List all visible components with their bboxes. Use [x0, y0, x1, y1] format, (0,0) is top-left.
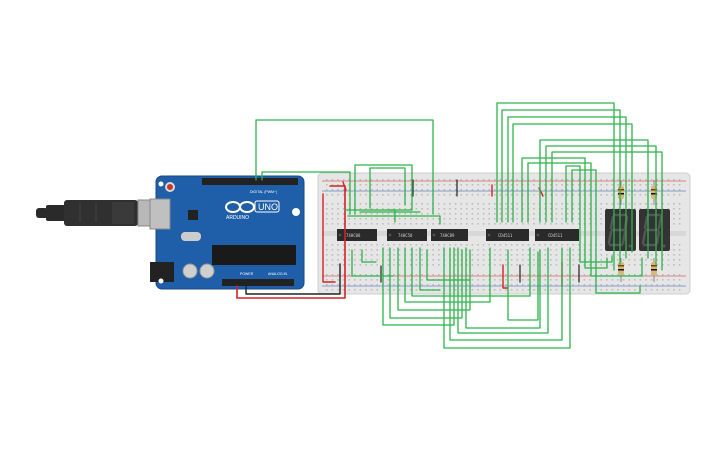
chip-cd4511-2[interactable]: CD4511: [535, 229, 579, 241]
wire-green: [527, 162, 643, 277]
wire-green: [382, 247, 455, 326]
seven-segment-display-2[interactable]: [639, 209, 670, 251]
power-analog-header: [222, 279, 294, 286]
wire-green: [255, 119, 434, 215]
chip-label: 74HC89: [440, 233, 455, 238]
wire-green: [512, 123, 633, 253]
arduino-logo-icon: [225, 201, 255, 213]
wire-green: [507, 249, 539, 321]
wire-green: [361, 249, 377, 263]
wire-green: [465, 247, 541, 329]
wire-green: [496, 102, 615, 271]
wire-red: [502, 264, 509, 289]
chip-74hc08[interactable]: 74HC08: [337, 229, 377, 241]
digital-header: [202, 178, 298, 185]
wire-green: [457, 247, 549, 334]
wire-green: [351, 249, 394, 277]
wire-green: [389, 247, 463, 319]
wire-red: [322, 193, 336, 283]
wire-green: [571, 169, 641, 294]
arduino-uno-board[interactable]: ARDUINO UNO DIGITAL (PWM~) POWER ANALOG …: [149, 175, 305, 290]
wire-green: [539, 139, 649, 259]
wire-black: [245, 263, 341, 295]
chip-74hc89[interactable]: 74HC89: [431, 229, 468, 241]
chip-label: CD4511: [498, 233, 513, 238]
model-label: UNO: [258, 202, 278, 212]
chip-cd4511-1[interactable]: CD4511: [486, 229, 529, 241]
wire-green: [551, 151, 663, 271]
wire-green: [565, 165, 613, 263]
wire-green: [545, 145, 657, 266]
wire-green: [404, 247, 491, 303]
wire-green: [426, 249, 471, 281]
wire-green: [507, 116, 627, 259]
wire-green: [369, 167, 406, 209]
wire-green: [443, 247, 571, 349]
wire-green: [419, 247, 441, 291]
usb-port: [149, 198, 171, 230]
wire-green: [501, 109, 621, 266]
power-label: POWER: [240, 272, 254, 276]
crystal: [181, 232, 201, 241]
wire-green: [449, 247, 563, 341]
chip-label: 74HC08: [346, 233, 361, 238]
analog-label: ANALOG IN: [268, 272, 288, 276]
wire-green: [261, 171, 351, 215]
wire-green: [521, 157, 608, 269]
chip-label: CD4511: [548, 233, 563, 238]
wire-green: [347, 215, 441, 225]
brand-label: ARDUINO: [226, 215, 249, 221]
wire-green: [411, 247, 531, 297]
wires[interactable]: [236, 102, 663, 349]
atmega-chip: [212, 245, 296, 265]
chip-74hc58[interactable]: 74HC58: [387, 229, 427, 241]
wire-red: [236, 185, 346, 299]
wire-green: [344, 209, 396, 223]
wire-green: [354, 164, 413, 215]
chip-label: 74HC58: [398, 233, 413, 238]
digital-header-label: DIGITAL (PWM~): [250, 190, 277, 194]
wire-red: [342, 181, 347, 191]
power-jack: [150, 262, 174, 282]
usb-cable[interactable]: [36, 199, 163, 227]
